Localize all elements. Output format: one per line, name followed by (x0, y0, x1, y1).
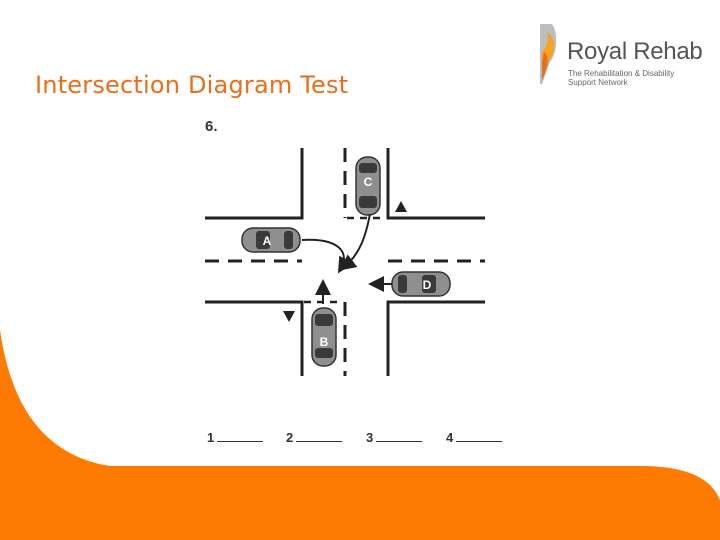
car-b-label: B (320, 335, 329, 349)
logo-tagline-line2: Support Network (568, 78, 628, 87)
answer-slot-1[interactable]: 1 (207, 430, 264, 445)
answer-number: 4 (446, 430, 454, 445)
car-d: D (391, 271, 451, 297)
car-a-label: A (263, 234, 272, 248)
car-a-path-arrow (301, 238, 354, 274)
question-number: 6. (205, 118, 218, 135)
logo-tagline-line1: The Rehabilitation & Disability (568, 69, 675, 78)
road-edges (205, 148, 485, 376)
movement-arrows (301, 213, 392, 304)
answer-blank-line[interactable] (217, 430, 264, 442)
car-a: A (241, 227, 301, 253)
car-c-label: C (364, 175, 373, 189)
logo-tagline: The Rehabilitation & Disability Support … (568, 69, 674, 87)
answer-number: 1 (207, 430, 215, 445)
answer-slot-3[interactable]: 3 (366, 430, 423, 445)
yield-triangle-icon (395, 201, 407, 212)
royal-rehab-logo: Royal Rehab The Rehabilitation & Disabil… (538, 22, 708, 94)
lane-center-lines (205, 148, 485, 376)
stop-lines (304, 216, 386, 304)
slide-title: Intersection Diagram Test (35, 71, 349, 99)
logo-name: Royal Rehab (567, 38, 703, 65)
car-c-path-arrow (339, 213, 371, 271)
answer-number: 2 (286, 430, 294, 445)
car-d-label: D (423, 278, 432, 292)
car-c: C (355, 156, 381, 216)
answer-blank-line[interactable] (456, 430, 503, 442)
yield-triangle-icon (283, 311, 295, 322)
answer-slot-2[interactable]: 2 (286, 430, 343, 445)
answer-slot-4[interactable]: 4 (446, 430, 503, 445)
answer-blank-line[interactable] (376, 430, 423, 442)
answer-blank-line[interactable] (296, 430, 343, 442)
logo-mark-icon (540, 24, 557, 84)
answer-number: 3 (366, 430, 374, 445)
car-b: B (311, 307, 337, 367)
